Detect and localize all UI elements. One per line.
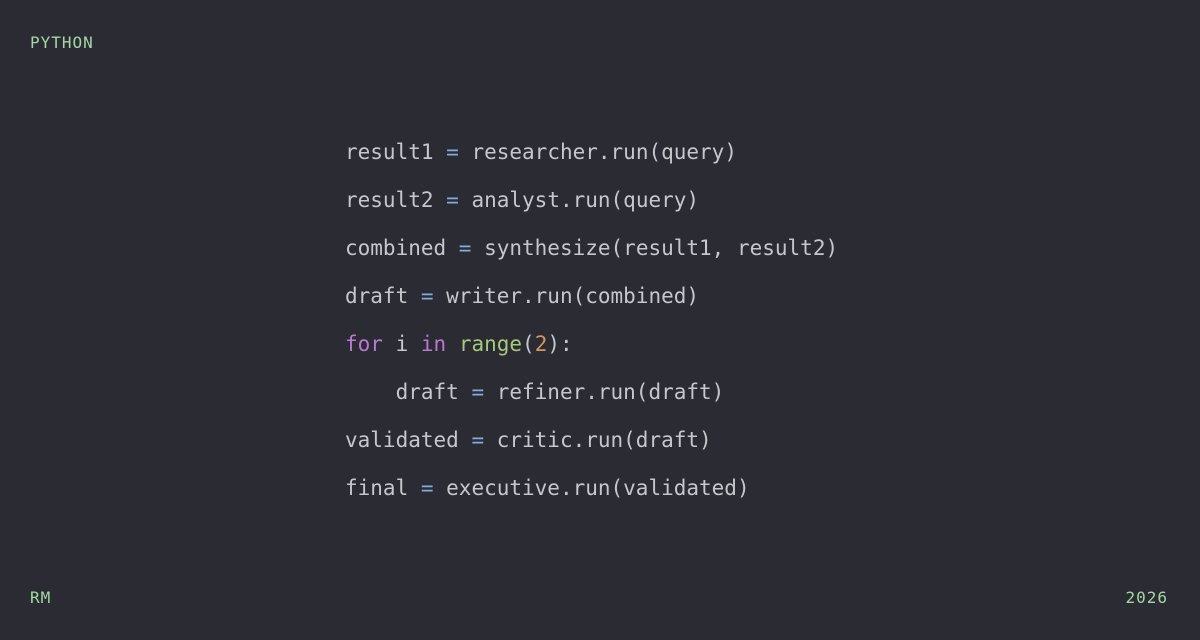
code-token-plain: analyst.run(query) bbox=[458, 188, 700, 212]
code-token-keyword: for bbox=[345, 332, 383, 356]
code-line: result1 = researcher.run(query) bbox=[345, 128, 838, 176]
code-block: result1 = researcher.run(query)result2 =… bbox=[345, 128, 838, 512]
code-token-plain: result1 bbox=[345, 140, 447, 164]
code-line: draft = refiner.run(draft) bbox=[345, 368, 838, 416]
code-line: for i in range(2): bbox=[345, 320, 838, 368]
code-token-operator: = bbox=[420, 476, 434, 500]
code-token-plain: critic.run(draft) bbox=[484, 428, 712, 452]
code-line: validated = critic.run(draft) bbox=[345, 416, 838, 464]
code-token-plain: researcher.run(query) bbox=[458, 140, 737, 164]
code-line: final = executive.run(validated) bbox=[345, 464, 838, 512]
code-line: draft = writer.run(combined) bbox=[345, 272, 838, 320]
footer-right-label: 2026 bbox=[1125, 588, 1168, 607]
footer-left-label: RM bbox=[30, 588, 52, 607]
code-token-operator: = bbox=[458, 236, 472, 260]
code-token-operator: = bbox=[420, 284, 434, 308]
code-line: result2 = analyst.run(query) bbox=[345, 176, 838, 224]
code-token-operator: = bbox=[471, 380, 485, 404]
code-token-plain bbox=[446, 332, 459, 356]
code-token-plain: draft bbox=[345, 380, 472, 404]
code-token-plain: draft bbox=[345, 284, 421, 308]
code-token-plain: combined bbox=[345, 236, 459, 260]
code-token-function: range bbox=[458, 332, 523, 356]
code-token-plain: ( bbox=[522, 332, 535, 356]
code-token-plain: i bbox=[382, 332, 421, 356]
code-token-plain: final bbox=[345, 476, 421, 500]
code-line: combined = synthesize(result1, result2) bbox=[345, 224, 838, 272]
code-token-number: 2 bbox=[534, 332, 548, 356]
code-token-plain: synthesize(result1, result2) bbox=[471, 236, 839, 260]
code-token-plain: refiner.run(draft) bbox=[484, 380, 725, 404]
code-token-plain: writer.run(combined) bbox=[433, 284, 700, 308]
code-token-operator: = bbox=[446, 140, 459, 164]
code-token-plain: validated bbox=[345, 428, 472, 452]
code-token-operator: = bbox=[471, 428, 485, 452]
code-token-plain: ): bbox=[547, 332, 573, 356]
code-token-keyword: in bbox=[420, 332, 447, 356]
code-token-operator: = bbox=[446, 188, 459, 212]
language-label: PYTHON bbox=[30, 33, 94, 52]
code-token-plain: executive.run(validated) bbox=[433, 476, 750, 500]
code-token-plain: result2 bbox=[345, 188, 447, 212]
